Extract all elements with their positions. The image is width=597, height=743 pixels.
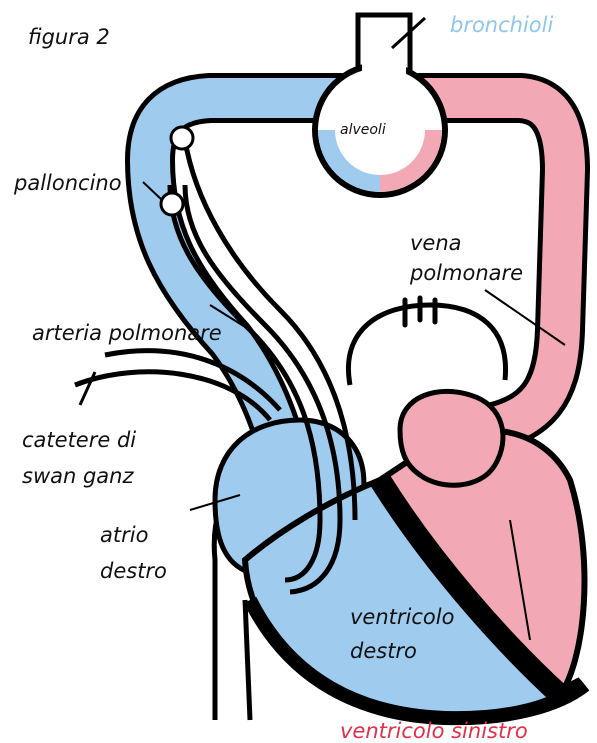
label-bronchioli: bronchioli <box>450 13 553 37</box>
figure-title: figura 2 <box>28 25 110 49</box>
label-vena-1: vena <box>410 231 462 255</box>
label-catetere-2: swan ganz <box>22 464 134 488</box>
label-catetere-1: catetere di <box>22 428 136 452</box>
label-vena-2: polmonare <box>409 261 523 285</box>
label-ventricolo-destro-1: ventricolo <box>350 605 454 629</box>
label-palloncino: palloncino <box>13 171 122 195</box>
left-atrium <box>400 391 503 485</box>
label-atrio-2: destro <box>100 559 167 583</box>
label-arteria: arteria polmonare <box>32 321 222 345</box>
label-ventricolo-sinistro: ventricolo sinistro <box>340 719 528 743</box>
aortic-arch <box>348 298 505 385</box>
label-alveoli: alveoli <box>340 122 386 138</box>
label-ventricolo-destro-2: destro <box>350 639 417 663</box>
label-atrio-1: atrio <box>100 523 148 547</box>
